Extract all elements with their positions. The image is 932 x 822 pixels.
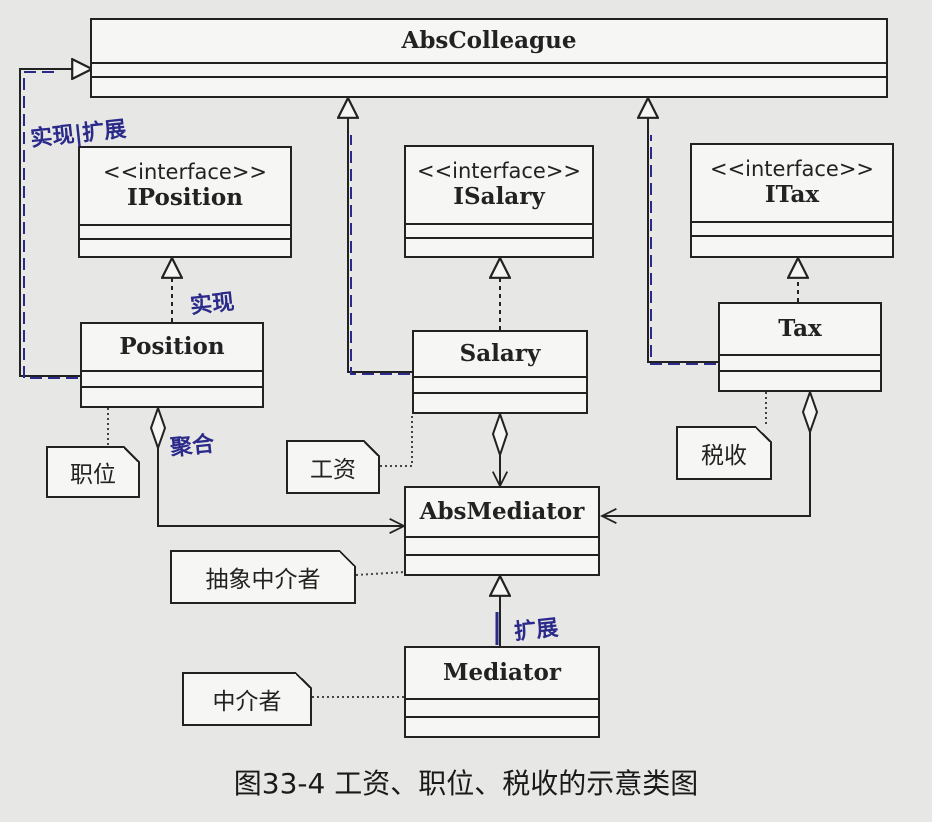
class-abscolleague: AbsColleague bbox=[90, 18, 888, 98]
note-link-salary bbox=[380, 414, 413, 467]
attributes-section bbox=[406, 225, 592, 239]
class-iposition: <<interface>> IPosition bbox=[78, 146, 292, 258]
handwritten-aggregate: 聚合 bbox=[169, 431, 216, 462]
note-fold-icon bbox=[296, 672, 312, 688]
note-text: 工资 bbox=[310, 457, 356, 483]
class-position-header: Position bbox=[82, 324, 262, 372]
class-name-isalary: ISalary bbox=[453, 182, 545, 210]
note-fold-icon bbox=[340, 550, 356, 566]
handdrawn-trace-left bbox=[23, 71, 78, 379]
tax-aggregates-absmediator bbox=[602, 432, 811, 516]
class-tax-header: Tax bbox=[720, 304, 880, 356]
note-text: 职位 bbox=[70, 462, 116, 488]
methods-section bbox=[692, 237, 892, 256]
attributes-section bbox=[92, 64, 886, 78]
class-mediator: Mediator bbox=[404, 646, 600, 738]
stereotype-label: <<interface>> bbox=[416, 158, 582, 183]
class-tax: Tax bbox=[718, 302, 882, 392]
class-abscolleague-header: AbsColleague bbox=[92, 20, 886, 64]
methods-section bbox=[406, 718, 598, 736]
position-aggregates-absmediator bbox=[157, 448, 404, 526]
class-iposition-header: <<interface>> IPosition bbox=[80, 148, 290, 226]
methods-section bbox=[720, 372, 880, 390]
class-name-absmediator: AbsMediator bbox=[419, 498, 585, 526]
stereotype-label: <<interface>> bbox=[102, 159, 268, 184]
class-isalary-header: <<interface>> ISalary bbox=[406, 147, 592, 225]
class-name-mediator: Mediator bbox=[443, 659, 561, 687]
class-salary: Salary bbox=[412, 330, 588, 414]
methods-section bbox=[82, 388, 262, 406]
note-position: 职位 bbox=[46, 446, 140, 498]
note-text: 中介者 bbox=[212, 689, 282, 715]
note-mediator: 中介者 bbox=[182, 672, 312, 726]
attributes-section bbox=[80, 226, 290, 240]
methods-section bbox=[406, 556, 598, 574]
note-tax: 税收 bbox=[676, 426, 772, 480]
methods-section bbox=[92, 78, 886, 96]
stereotype-label: <<interface>> bbox=[709, 156, 875, 181]
note-text: 税收 bbox=[701, 443, 747, 469]
attributes-section bbox=[414, 378, 586, 394]
attributes-section bbox=[406, 538, 598, 556]
handdrawn-trace-right bbox=[650, 135, 716, 365]
class-absmediator-header: AbsMediator bbox=[406, 488, 598, 538]
class-name-iposition: IPosition bbox=[127, 183, 243, 211]
note-fold-icon bbox=[756, 426, 772, 442]
attributes-section bbox=[82, 372, 262, 388]
position-extends-abscolleague bbox=[19, 69, 92, 377]
attributes-section bbox=[692, 223, 892, 237]
class-itax: <<interface>> ITax bbox=[690, 143, 894, 258]
note-link-absmediator bbox=[355, 571, 405, 576]
class-salary-header: Salary bbox=[414, 332, 586, 378]
class-isalary: <<interface>> ISalary bbox=[404, 145, 594, 258]
note-fold-icon bbox=[364, 440, 380, 456]
salary-extends-abscolleague bbox=[348, 98, 412, 373]
attributes-section bbox=[720, 356, 880, 372]
note-absmediator: 抽象中介者 bbox=[170, 550, 356, 604]
handwritten-realize: 实现 bbox=[189, 289, 236, 320]
position-diamond bbox=[149, 404, 167, 452]
note-text: 抽象中介者 bbox=[205, 567, 321, 593]
note-salary: 工资 bbox=[286, 440, 380, 494]
class-name-position: Position bbox=[119, 333, 225, 361]
methods-section bbox=[80, 240, 290, 256]
figure-caption: 图33-4 工资、职位、税收的示意类图 bbox=[233, 767, 699, 800]
handdrawn-trace-middle bbox=[350, 135, 410, 375]
class-name-itax: ITax bbox=[764, 180, 820, 208]
tax-extends-abscolleague bbox=[648, 98, 718, 363]
salary-diamond bbox=[491, 410, 509, 459]
class-mediator-header: Mediator bbox=[406, 648, 598, 700]
class-position: Position bbox=[80, 322, 264, 408]
class-itax-header: <<interface>> ITax bbox=[692, 145, 892, 223]
note-fold-icon bbox=[124, 446, 140, 462]
class-name-salary: Salary bbox=[459, 340, 541, 368]
handwritten-extend: 扩展 bbox=[513, 615, 560, 646]
attributes-section bbox=[406, 700, 598, 718]
class-absmediator: AbsMediator bbox=[404, 486, 600, 576]
class-name-abscolleague: AbsColleague bbox=[401, 27, 577, 55]
methods-section bbox=[406, 239, 592, 256]
tax-diamond bbox=[801, 388, 819, 436]
class-name-tax: Tax bbox=[778, 315, 822, 343]
methods-section bbox=[414, 394, 586, 412]
